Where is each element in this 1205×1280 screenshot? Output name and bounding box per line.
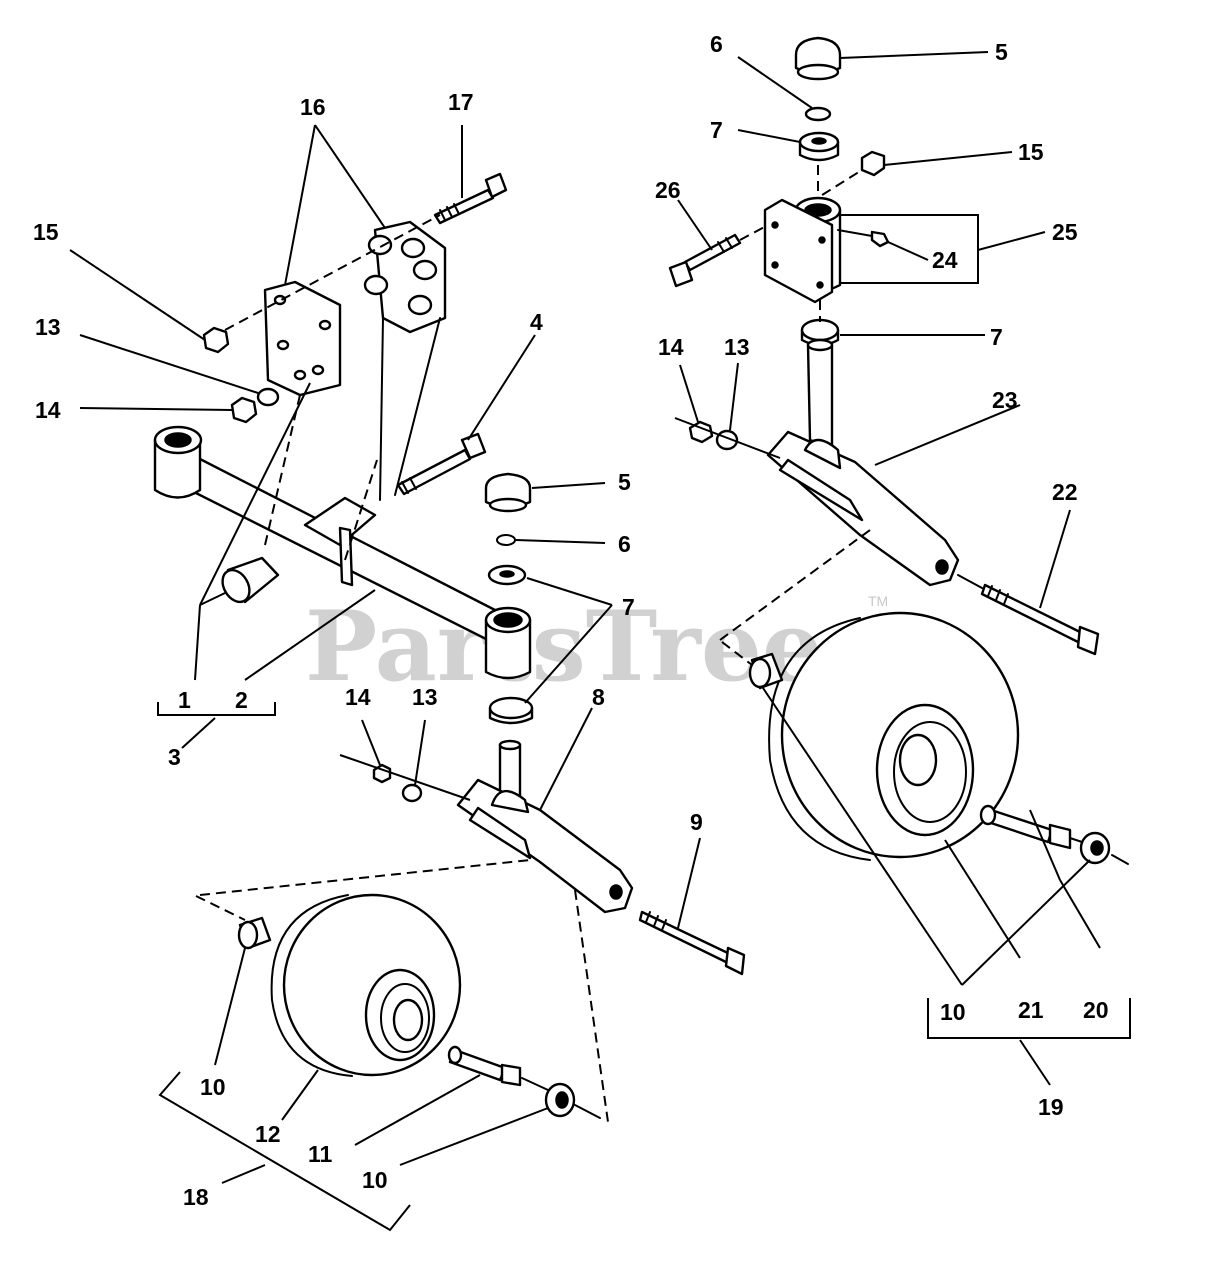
bushing-7-mid-lower (488, 696, 534, 725)
caster-fork-8 (456, 739, 634, 914)
washer-13-left (256, 387, 280, 407)
nut-14-mid (372, 763, 392, 784)
callout-14-left: 14 (35, 397, 61, 423)
callout-10-left: 10 (200, 1074, 226, 1100)
callout-14-mid: 14 (345, 684, 371, 710)
callout-21: 21 (1018, 997, 1044, 1023)
callout-1: 1 (178, 687, 191, 713)
callout-9: 9 (690, 809, 703, 835)
grease-fitting-24 (870, 230, 890, 248)
spacer-10-left (237, 916, 272, 950)
nut-15-left (202, 326, 230, 354)
callout-7-right: 7 (990, 324, 1003, 350)
bolt-26 (668, 233, 742, 288)
callout-10-right: 10 (940, 999, 966, 1025)
wheel-12-left (270, 893, 462, 1077)
callout-5-top: 5 (995, 39, 1008, 65)
mounting-bracket-front (263, 280, 342, 397)
callout-15-right: 15 (1018, 139, 1044, 165)
callout-20: 20 (1083, 997, 1109, 1023)
callout-13-mid: 13 (412, 684, 438, 710)
callout-labels: 16 17 15 13 14 4 5 6 7 1 2 3 14 13 8 9 1… (33, 31, 1109, 1210)
callout-14-right: 14 (658, 334, 684, 360)
spacer-10-right (748, 652, 784, 690)
axle-20 (979, 804, 1111, 865)
callout-5-mid: 5 (618, 469, 631, 495)
caster-fork-23 (766, 338, 960, 587)
wheel-21-right (768, 611, 1020, 861)
callout-18: 18 (183, 1184, 209, 1210)
callout-16: 16 (300, 94, 326, 120)
callout-12: 12 (255, 1121, 281, 1147)
callout-8: 8 (592, 684, 605, 710)
snap-ring-6-top (804, 106, 832, 122)
callout-3: 3 (168, 744, 181, 770)
axle-2 (153, 425, 497, 642)
callout-15-left: 15 (33, 219, 59, 245)
callout-26: 26 (655, 177, 681, 203)
nut-15-right (860, 150, 886, 177)
callout-19: 19 (1038, 1094, 1064, 1120)
callout-7-top: 7 (710, 117, 723, 143)
callout-4: 4 (530, 309, 543, 335)
spindle-housing (484, 606, 532, 680)
leader-lines (69, 51, 1131, 1232)
callout-24: 24 (932, 247, 958, 273)
callout-2: 2 (235, 687, 248, 713)
callout-11: 11 (308, 1141, 333, 1167)
cap-5-top (794, 36, 842, 81)
washer-13-mid (401, 783, 423, 803)
bolt-4 (396, 432, 487, 496)
bushing-1 (221, 556, 280, 604)
callout-6-mid: 6 (618, 531, 631, 557)
nut-14-left (230, 396, 258, 424)
mounting-bracket-back (363, 220, 447, 501)
bushing-7-top (798, 131, 840, 162)
watermark-trademark: TM (868, 593, 888, 609)
bolt-17 (433, 172, 508, 225)
callout-13-left: 13 (35, 314, 61, 340)
bolt-22 (980, 583, 1100, 656)
cap-5-mid (484, 472, 532, 513)
watermark: PartsTree (305, 590, 823, 703)
bolt-9 (638, 910, 746, 976)
callout-23: 23 (992, 387, 1018, 413)
nut-14-right (688, 420, 714, 444)
callout-13-right: 13 (724, 334, 750, 360)
snap-ring-6-mid (496, 534, 516, 546)
callout-25: 25 (1052, 219, 1078, 245)
axle-11 (447, 1045, 522, 1087)
callout-7-mid: 7 (622, 594, 635, 620)
callout-22: 22 (1052, 479, 1078, 505)
spacer-10-bottom (544, 1082, 576, 1118)
callout-10-bottom: 10 (362, 1167, 388, 1193)
bushing-7-mid-upper (487, 564, 527, 586)
callout-6-top: 6 (710, 31, 723, 57)
caster-bracket-25 (763, 196, 842, 304)
callout-17: 17 (448, 89, 474, 115)
